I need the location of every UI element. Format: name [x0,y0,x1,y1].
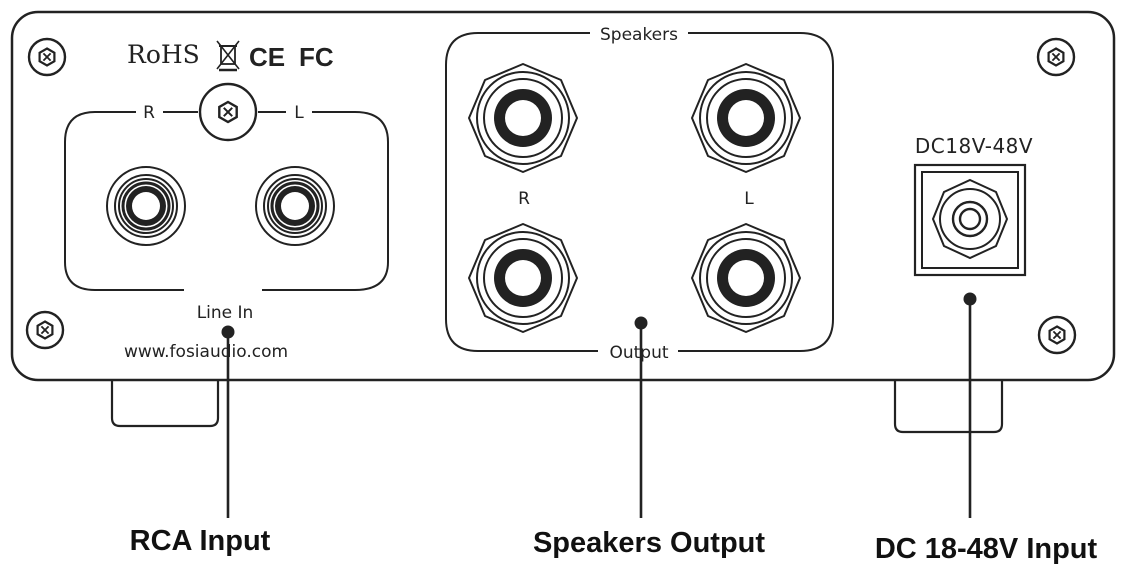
binding-post-left-bottom[interactable] [691,223,801,333]
dc-jack[interactable] [913,163,1027,277]
screw-icon [1037,315,1077,355]
speakers-callout [634,316,648,518]
dc-callout [963,292,977,518]
rohs-mark: RoHS [127,40,200,69]
line-in-title-group: Line In [182,300,260,324]
right-foot [893,376,1004,434]
wheelie-bin-icon [216,40,240,72]
line-in-right-label: R [143,103,155,123]
website-url: www.fosiaudio.com [124,342,288,362]
dc-input-label: DC 18-48V Input [875,533,1098,565]
binding-post-left-top[interactable] [691,63,801,173]
chassis-outline [10,10,1116,382]
speakers-output-label: Speakers Output [533,527,765,559]
speakers-right-label: R [518,189,530,209]
screw-icon [27,37,67,77]
screw-icon [25,310,65,350]
speakers-section: Speakers Output R L [445,25,834,363]
rca-jack-right[interactable] [106,166,186,246]
ce-mark: CE [249,42,285,72]
line-in-title: Line In [197,303,254,323]
rca-input-label: RCA Input [130,525,271,557]
binding-post-right-bottom[interactable] [468,223,578,333]
screw-icon [198,82,258,142]
fc-mark: FC [299,42,334,72]
rca-callout [221,325,235,518]
screw-icon [1036,37,1076,77]
line-in-left-label: L [294,103,304,123]
dc-rating-label: DC18V-48V [915,134,1033,158]
speakers-title: Speakers [600,25,678,45]
binding-post-right-top[interactable] [468,63,578,173]
left-foot [110,372,220,428]
speakers-left-label: L [744,189,754,209]
speakers-output-title: Output [609,343,668,363]
rca-jack-left[interactable] [255,166,335,246]
